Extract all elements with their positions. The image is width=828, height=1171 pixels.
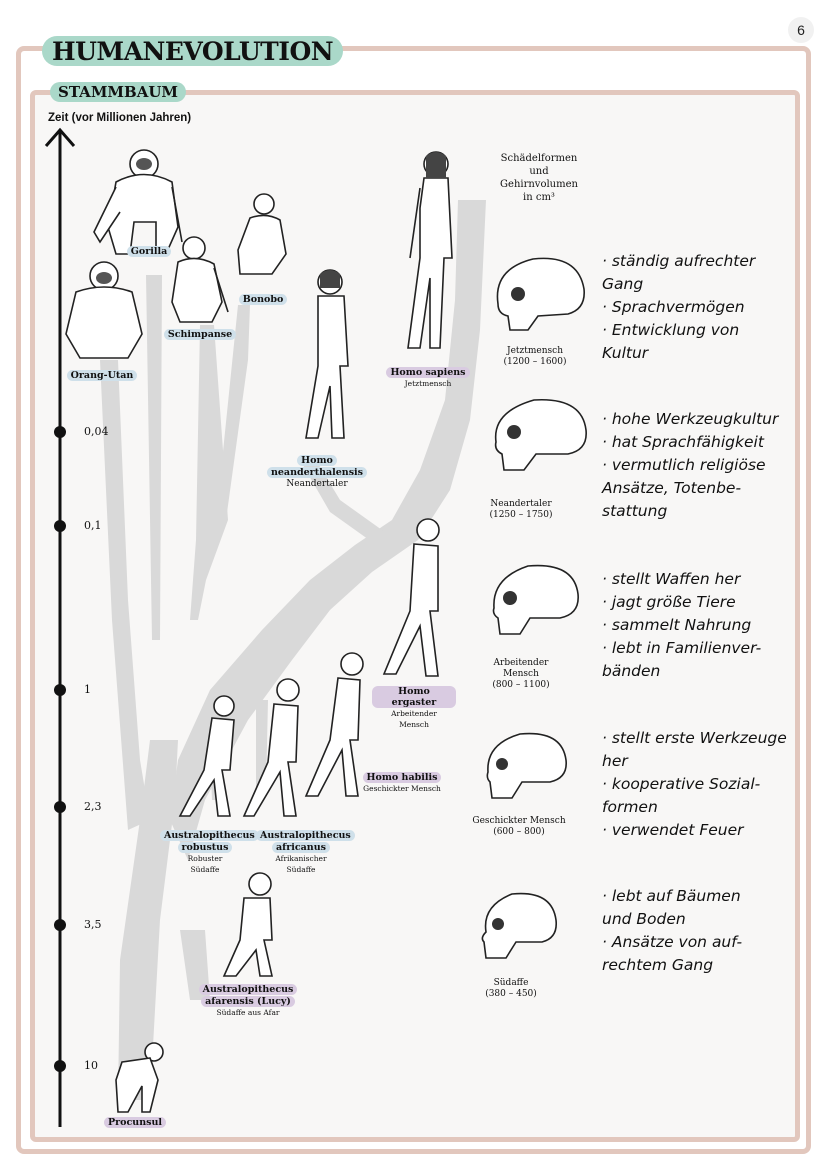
label-australopithecus-afarensis: Australopithecus afarensis (Lucy) Südaff… — [198, 984, 298, 1019]
section-subtitle: STAMMBAUM — [50, 82, 187, 102]
bonobo-illustration — [237, 193, 287, 275]
tick-label: 0,04 — [84, 425, 109, 438]
procunsul-illustration — [115, 1042, 164, 1113]
skull-label-suedaffe: Südaffe(380 – 450) — [485, 978, 537, 999]
notes-neandertaler: · hohe Werkzeugkultur· hat Sprachfähigke… — [602, 410, 779, 520]
skull-geschickter-mensch-illustration — [486, 732, 567, 799]
label-procunsul: Procunsul — [104, 1117, 166, 1129]
skull-column-header: Schädelformen und Gehirnvolumen in cm³ — [500, 153, 578, 203]
page-number: 6 — [788, 17, 814, 43]
gorilla-illustration — [93, 149, 183, 255]
label-homo-habilis: Homo habilis Geschickter Mensch — [362, 772, 442, 793]
tick-label: 1 — [84, 683, 91, 696]
skull-arbeitender-mensch-illustration — [492, 564, 579, 635]
tick-label: 0,1 — [84, 519, 102, 532]
tick-label: 2,3 — [84, 800, 102, 813]
label-australopithecus-africanus: Australopithecus africanus Afrikanischer… — [256, 830, 355, 876]
outer-frame — [16, 46, 811, 1154]
label-schimpanse: Schimpanse — [160, 329, 240, 341]
label-homo-neanderthalensis: Homo neanderthalensis Neandertaler — [262, 455, 372, 490]
homo-ergaster-illustration — [382, 518, 440, 677]
tick-dot-0-04 — [54, 426, 66, 438]
label-orang-utan: Orang-Utan — [60, 370, 144, 382]
axis-title: Zeit (vor Millionen Jahren) — [48, 112, 192, 124]
skull-label-neandertaler: Neandertaler(1250 – 1750) — [489, 499, 553, 520]
tick-dot-3-5 — [54, 919, 66, 931]
australopithecus-robustus-illustration — [178, 695, 235, 817]
tick-label: 10 — [84, 1059, 98, 1072]
skull-label-jetztmensch: Jetztmensch(1200 – 1600) — [503, 346, 567, 367]
label-bonobo: Bonobo — [236, 294, 290, 306]
tick-label: 3,5 — [84, 918, 102, 931]
tick-dot-0-1 — [54, 520, 66, 532]
tick-dot-10 — [54, 1060, 66, 1072]
label-homo-sapiens: Homo sapiens Jetztmensch — [386, 367, 470, 390]
skull-suedaffe-illustration — [481, 892, 558, 959]
skull-jetztmensch-illustration — [496, 257, 585, 331]
page-title: HUMANEVOLUTION — [42, 36, 344, 66]
homo-habilis-illustration — [304, 652, 364, 797]
orang-utan-illustration — [65, 261, 143, 359]
homo-sapiens-illustration — [407, 151, 453, 349]
homo-neanderthalensis-illustration — [305, 269, 349, 439]
skull-neandertaler-illustration — [494, 398, 587, 471]
tick-dot-1 — [54, 684, 66, 696]
chimpanzee-illustration — [171, 236, 229, 323]
label-gorilla: Gorilla — [124, 246, 174, 258]
skull-label-geschickter-mensch: Geschickter Mensch(600 – 800) — [472, 816, 566, 837]
australopithecus-afarensis-illustration — [222, 872, 273, 977]
australopithecus-africanus-illustration — [242, 678, 300, 817]
notes-arbeitender-mensch: · stellt Waffen her· jagt größe Tiere· s… — [602, 570, 762, 680]
label-homo-ergaster: Homo ergaster Arbeitender Mensch — [372, 686, 456, 731]
label-australopithecus-robustus: Australopithecus robustus Robuster Südaf… — [160, 830, 259, 876]
tick-dot-2-3 — [54, 801, 66, 813]
